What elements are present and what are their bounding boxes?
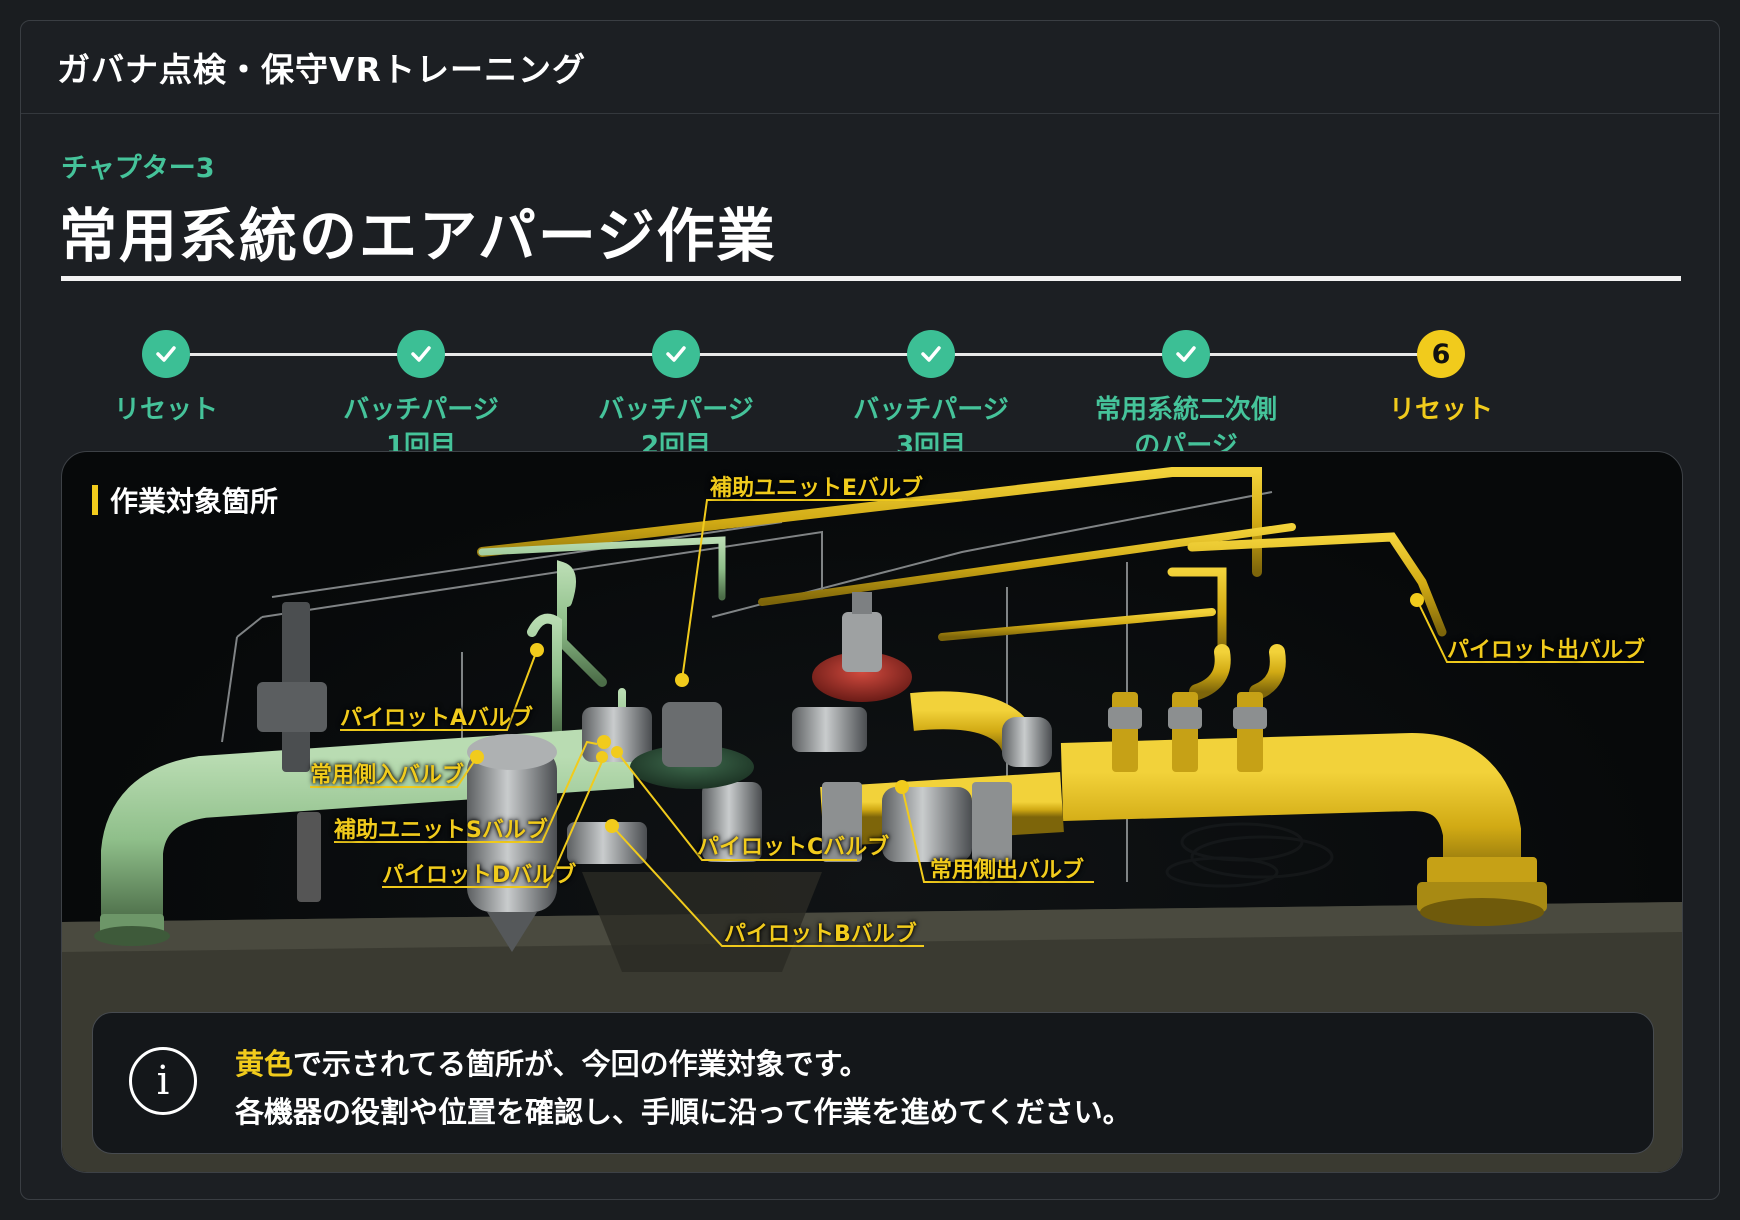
check-icon	[142, 330, 190, 378]
progress-stepper: リセット バッチパージ 1回目 バッチパージ 2回目 バッチパージ 3回目 常用…	[21, 306, 1721, 461]
info-panel: i 黄色で示されてる箇所が、今回の作業対象です。 各機器の役割や位置を確認し、手…	[92, 1012, 1654, 1154]
info-line-1-text: で示されてる箇所が、今回の作業対象です。	[293, 1047, 869, 1081]
step-connector	[1201, 353, 1426, 356]
callout-pilot-c-valve[interactable]: パイロットCバルブ	[697, 835, 890, 860]
app-title: ガバナ点検・保守VRトレーニング	[21, 21, 1719, 114]
step-label: リセット	[1388, 395, 1493, 425]
step-3[interactable]: バッチパージ 2回目	[576, 330, 776, 464]
check-icon	[652, 330, 700, 378]
scene-heading: 作業対象箇所	[92, 480, 278, 520]
chapter-label: チャプター3	[61, 153, 215, 184]
step-connector	[946, 353, 1171, 356]
check-icon	[1162, 330, 1210, 378]
step-number: 6	[1417, 330, 1465, 378]
callout-pilot-out-valve[interactable]: パイロット出バルブ	[1447, 638, 1646, 663]
step-6[interactable]: 6 リセット	[1341, 330, 1541, 428]
highlight-word: 黄色	[235, 1047, 294, 1081]
callout-normal-inlet-valve[interactable]: 常用側入バルブ	[310, 763, 465, 788]
step-label: リセット	[113, 395, 218, 425]
page-title: 常用系統のエアパージ作業	[59, 202, 777, 270]
step-2[interactable]: バッチパージ 1回目	[321, 330, 521, 464]
step-connector	[436, 353, 661, 356]
callout-pilot-a-valve[interactable]: パイロットAバルブ	[340, 706, 534, 731]
callout-leaders	[310, 499, 1644, 947]
step-1[interactable]: リセット	[66, 330, 266, 428]
app-window: ガバナ点検・保守VRトレーニング チャプター3 常用系統のエアパージ作業 リセッ…	[20, 20, 1720, 1200]
callout-normal-outlet-valve[interactable]: 常用側出バルブ	[930, 858, 1085, 883]
step-connector	[691, 353, 916, 356]
check-icon	[397, 330, 445, 378]
step-4[interactable]: バッチパージ 3回目	[831, 330, 1031, 464]
check-icon	[907, 330, 955, 378]
callout-pilot-b-valve[interactable]: パイロットBバルブ	[724, 922, 917, 947]
title-divider	[61, 276, 1681, 281]
info-line-2: 各機器の役割や位置を確認し、手順に沿って作業を進めてください。	[235, 1095, 1132, 1129]
callout-aux-unit-e-valve[interactable]: 補助ユニットEバルブ	[710, 476, 924, 501]
callout-pilot-d-valve[interactable]: パイロットDバルブ	[382, 863, 577, 888]
callout-aux-unit-s-valve[interactable]: 補助ユニットSバルブ	[334, 818, 548, 843]
equipment-scene: 作業対象箇所	[61, 451, 1683, 1173]
info-icon: i	[129, 1047, 197, 1115]
info-line-1: 黄色で示されてる箇所が、今回の作業対象です。	[235, 1041, 869, 1083]
scene-heading-text: 作業対象箇所	[110, 485, 279, 518]
heading-marker	[92, 485, 98, 515]
step-5[interactable]: 常用系統二次側 のパージ	[1086, 330, 1286, 464]
step-connector	[181, 353, 406, 356]
